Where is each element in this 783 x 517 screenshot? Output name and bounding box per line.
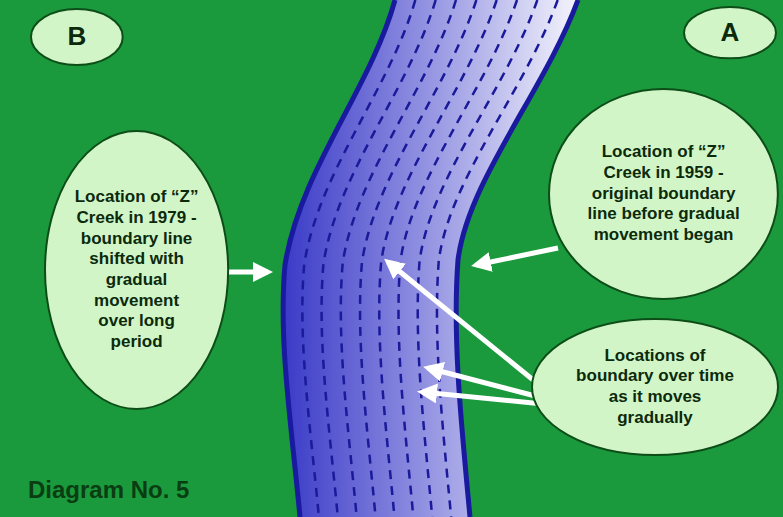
boundary-dash-line bbox=[379, 0, 496, 517]
note-ellipse: Locations of boundary over time as it mo… bbox=[531, 318, 779, 456]
text-wrap: Location of “Z” Creek in 1959 - original… bbox=[586, 142, 742, 246]
note-ellipse: Location of “Z” Creek in 1979 - boundary… bbox=[44, 130, 229, 410]
ellipse-shape bbox=[549, 89, 778, 299]
boundary-dashes bbox=[302, 0, 557, 517]
leader-arrow bbox=[476, 248, 558, 265]
node-text: A bbox=[700, 17, 760, 49]
creek-water bbox=[283, 0, 578, 517]
creek-bank-1959 bbox=[456, 0, 578, 517]
text-wrap: B bbox=[47, 21, 107, 53]
text-wrap: A bbox=[700, 17, 760, 49]
ellipse-shape bbox=[45, 131, 228, 409]
ellipse-shape bbox=[31, 9, 123, 65]
letter-ellipse: A bbox=[683, 6, 777, 59]
letter-ellipse: B bbox=[30, 8, 124, 66]
text-wrap: Location of “Z” Creek in 1979 - boundary… bbox=[75, 187, 199, 353]
node-text: Location of “Z” Creek in 1979 - boundary… bbox=[75, 187, 199, 353]
ellipse-shape bbox=[532, 319, 778, 455]
diagram-label: Diagram No. 5 bbox=[28, 476, 189, 504]
leader-arrows bbox=[212, 248, 558, 404]
text-wrap: Locations of boundary over time as it mo… bbox=[571, 346, 739, 429]
leader-arrow bbox=[422, 392, 543, 404]
node-text: Locations of boundary over time as it mo… bbox=[571, 346, 739, 429]
node-text: B bbox=[47, 21, 107, 53]
node-text: Location of “Z” Creek in 1959 - original… bbox=[586, 142, 742, 246]
boundary-dash-line bbox=[341, 0, 456, 517]
ellipse-shape bbox=[684, 7, 776, 58]
boundary-dash-line bbox=[302, 0, 415, 517]
note-ellipse: Location of “Z” Creek in 1959 - original… bbox=[548, 88, 779, 300]
leader-arrow bbox=[388, 262, 548, 392]
boundary-dash-line bbox=[322, 0, 436, 517]
creek-bank-1979 bbox=[283, 0, 395, 517]
